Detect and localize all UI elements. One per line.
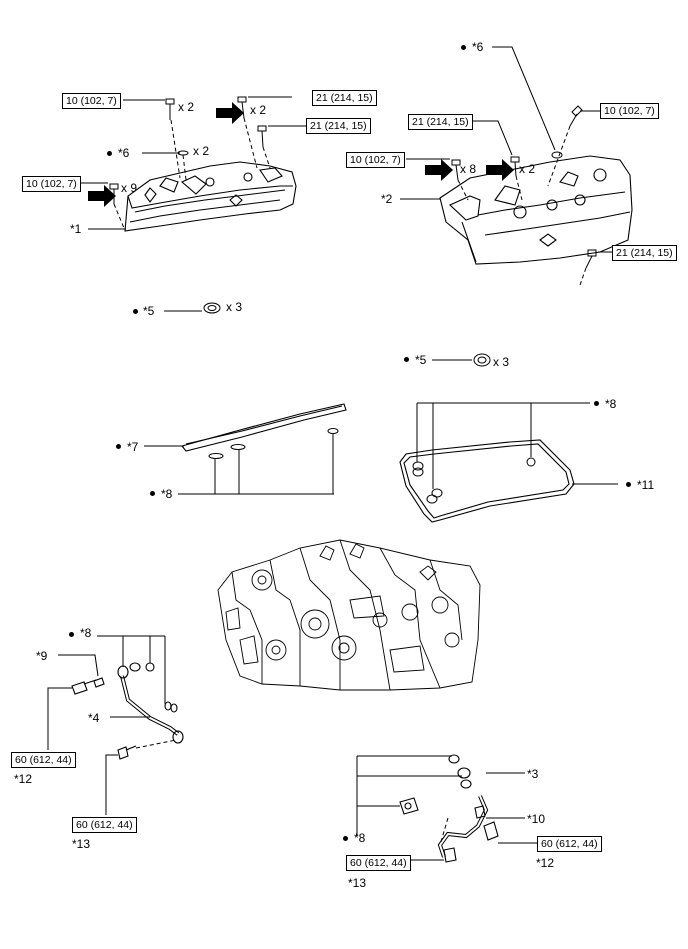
quantity-label: x 8 (460, 162, 477, 176)
dash-lines-lh (113, 117, 271, 229)
torque-spec-box: 10 (102, 7) (62, 93, 121, 109)
callout-13: *13 (72, 837, 91, 851)
cylinder-head-cover-rh (439, 155, 633, 265)
quantity-label: x 2 (193, 144, 210, 158)
arrow-icons (88, 102, 514, 207)
callout-8: *8 (354, 831, 366, 845)
callout-11: *11 (637, 478, 655, 492)
bullet-dot (116, 444, 121, 449)
bullet-dot (107, 151, 112, 156)
callout-6: *6 (118, 146, 130, 160)
quantity-label: x 3 (493, 355, 510, 369)
torque-spec-box: 10 (102, 7) (600, 103, 659, 119)
arrow-icon (425, 159, 453, 181)
quantity-label: x 3 (226, 300, 243, 314)
bullet-dot (343, 836, 348, 841)
torque-spec-box: 10 (102, 7) (346, 152, 405, 168)
gasket-loop (399, 439, 575, 523)
torque-spec-box: 21 (214, 15) (612, 245, 677, 261)
engine-block (217, 539, 481, 691)
quantity-label: x 2 (519, 162, 536, 176)
callout-2: *2 (381, 192, 393, 206)
bullet-dot (461, 45, 466, 50)
arrow-icon (88, 185, 116, 207)
bullet-dot (150, 491, 155, 496)
callout-8: *8 (80, 626, 92, 640)
callout-4: *4 (88, 711, 100, 725)
torque-spec-box: 60 (612, 44) (537, 836, 602, 852)
arrow-icon (486, 159, 514, 181)
torque-spec-box: 60 (612, 44) (72, 817, 137, 833)
torque-spec-box: 10 (102, 7) (22, 176, 81, 192)
torque-spec-box: 21 (214, 15) (312, 90, 377, 106)
bullet-dot (133, 309, 138, 314)
quantity-label: x 9 (121, 181, 138, 195)
callout-9: *9 (36, 649, 48, 663)
callout-5: *5 (415, 353, 427, 367)
callout-1: *1 (70, 222, 82, 236)
dash-lines-rh (457, 125, 587, 286)
callout-13: *13 (348, 876, 367, 890)
torque-spec-box: 21 (214, 15) (306, 118, 371, 134)
oil-pipe-rh (399, 754, 499, 863)
callout-6: *6 (472, 40, 484, 54)
torque-spec-box: 60 (612, 44) (11, 752, 76, 768)
bullet-dot (594, 401, 599, 406)
quantity-label: x 2 (178, 100, 195, 114)
torque-spec-box: 21 (214, 15) (408, 114, 473, 130)
callout-8: *8 (161, 487, 173, 501)
callout-5: *5 (143, 304, 155, 318)
callout-3: *3 (527, 767, 539, 781)
callout-8: *8 (605, 397, 617, 411)
bullet-dot (404, 357, 409, 362)
bullet-dot (626, 482, 631, 487)
callout-12: *12 (14, 772, 33, 786)
cylinder-head-cover-lh (124, 161, 297, 232)
arrow-icon (216, 102, 244, 124)
oil-pipe-lh (71, 662, 184, 760)
gasket-strip (181, 403, 347, 452)
callout-12: *12 (536, 856, 555, 870)
bullet-dot (69, 632, 74, 637)
callout-7: *7 (127, 440, 139, 454)
torque-spec-box: 60 (612, 44) (346, 855, 411, 871)
bolts-rh (451, 105, 597, 269)
quantity-label: x 2 (250, 103, 267, 117)
callout-10: *10 (527, 812, 546, 826)
